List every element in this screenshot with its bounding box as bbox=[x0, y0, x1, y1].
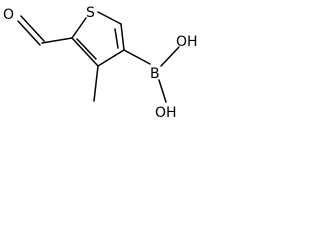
aldehyde-co-bond-1 bbox=[17, 20, 41, 46]
ring-bond-s-c5 bbox=[97, 11, 122, 25]
oxygen-atom-label: O bbox=[3, 7, 14, 23]
aldehyde-ring-bond bbox=[41, 37, 73, 44]
ring-bond-c3-c2 bbox=[71, 37, 99, 67]
hydroxyl-bottom-label: OH bbox=[155, 105, 177, 121]
molecule-structure: O S B OH OH bbox=[3, 5, 198, 121]
ring-bond-c3-c2-inner bbox=[76, 38, 97, 60]
ring-bond-c4-c3 bbox=[97, 49, 125, 67]
ring-bond-c5-c4 bbox=[120, 23, 125, 51]
boron-oh-top-bond bbox=[160, 46, 180, 67]
hydroxyl-top-label: OH bbox=[176, 34, 198, 50]
ring-bond-c5-c4-inner bbox=[114, 28, 119, 49]
carbon-boron-bond bbox=[123, 49, 151, 65]
sulfur-atom-label: S bbox=[86, 5, 95, 21]
ring-bond-c2-s bbox=[71, 17, 87, 39]
boron-atom-label: B bbox=[150, 66, 160, 82]
aldehyde-co-bond-2 bbox=[20, 15, 45, 42]
methyl-bond bbox=[93, 65, 99, 102]
boron-oh-bottom-bond bbox=[158, 79, 167, 103]
